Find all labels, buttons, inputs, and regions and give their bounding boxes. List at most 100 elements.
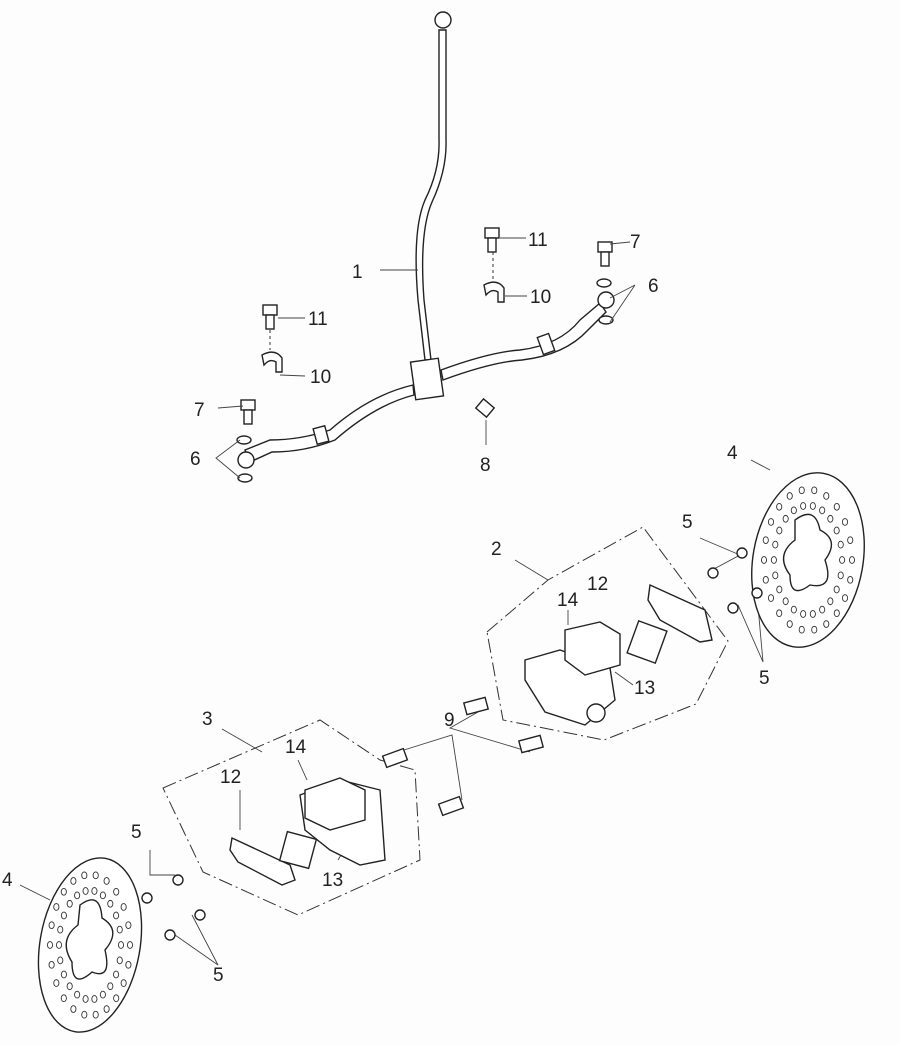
disc-hole (786, 620, 793, 628)
disc-hole (827, 597, 834, 606)
disc-hole (841, 594, 849, 602)
disc-hole (776, 609, 783, 618)
disc-hole (81, 871, 88, 880)
disc-hole (125, 960, 132, 969)
label-bolt-11: 11 (308, 309, 328, 330)
label-bolt-8: 8 (480, 455, 491, 476)
disc-hole (82, 995, 89, 1003)
disc-hole (120, 903, 127, 911)
label-hose: 1 (352, 262, 363, 283)
label-bolt-7: 7 (194, 400, 205, 421)
disc-hole (848, 556, 856, 564)
label-pad-12: 12 (220, 767, 241, 788)
caliper-2-group (486, 526, 729, 741)
label-bolt-11: 11 (528, 230, 548, 251)
disc-hole (837, 540, 844, 549)
banjo-washers (236, 278, 615, 483)
disc-hole (91, 995, 98, 1003)
label-disc-4: 4 (2, 870, 13, 891)
disc-hole (833, 609, 840, 618)
disc-hole (833, 526, 840, 535)
disc-hole (53, 979, 60, 987)
disc-hole (117, 941, 125, 949)
disc-hole (819, 605, 826, 614)
label-pin-13: 13 (634, 678, 655, 699)
caliper-3 (229, 747, 465, 886)
disc-hole (125, 921, 132, 930)
disc-hole (107, 899, 114, 908)
disc-hole (839, 556, 846, 564)
disc-hole (790, 605, 797, 614)
disc-hole (126, 941, 134, 949)
disc-hole (782, 514, 789, 523)
disc-hole (70, 877, 77, 885)
disc-hole (48, 960, 55, 969)
label-disc-4: 4 (727, 443, 738, 464)
disc-hole (57, 956, 64, 965)
disc-hole (91, 887, 98, 895)
disc-hole (811, 486, 818, 495)
disc-hole (776, 526, 783, 535)
disc-hole (800, 502, 807, 510)
label-piston-14: 14 (285, 737, 307, 758)
disc-hole (57, 925, 64, 934)
disc-hole (798, 625, 805, 634)
label-bolt-9: 9 (444, 710, 455, 731)
disc-hole (60, 970, 67, 979)
disc-hole (760, 556, 768, 564)
disc-hole (837, 571, 844, 580)
disc-hole (74, 990, 81, 999)
label-caliper-3: 3 (202, 709, 213, 730)
disc-hole (92, 1010, 99, 1019)
disc-hole (99, 891, 106, 900)
label-screw-5: 5 (131, 822, 142, 843)
disc-hole (120, 979, 127, 987)
label-screw-5: 5 (759, 668, 770, 689)
disc-hole (99, 990, 106, 999)
disc-hole (819, 506, 826, 515)
disc-hole (60, 994, 67, 1003)
disc-hole (70, 1005, 77, 1013)
brake-disc-left (37, 857, 143, 1033)
disc-hole (46, 941, 54, 949)
disc-hole (847, 536, 854, 545)
brake-hose (244, 11, 607, 463)
disc-hole (770, 556, 777, 564)
disc-hole (60, 887, 67, 896)
disc-hole (113, 994, 120, 1003)
disc-hole (833, 585, 840, 594)
disc-hole (811, 625, 818, 634)
label-screw-5: 5 (682, 512, 693, 533)
label-pad-12: 12 (587, 574, 608, 595)
disc-hole (53, 903, 60, 911)
label-piston-14: 14 (557, 590, 579, 611)
disc-hole (809, 502, 816, 510)
disc-hole (809, 610, 816, 618)
caliper-3-group (162, 719, 421, 916)
disc-hole (772, 571, 779, 580)
leader-lines (19, 237, 771, 966)
label-washer-6: 6 (648, 276, 659, 297)
label-washer-6: 6 (190, 449, 201, 470)
disc-hole (116, 925, 123, 934)
disc-hole (762, 575, 769, 584)
disc-hole (66, 899, 73, 908)
disc-hole (55, 941, 63, 949)
disc-hole (116, 956, 123, 965)
disc-hole (82, 887, 89, 895)
disc-hole (823, 620, 830, 628)
disc-hole (762, 536, 769, 545)
label-clamp-10: 10 (310, 367, 331, 388)
disc-hole (103, 877, 110, 885)
label-pin-13: 13 (322, 870, 343, 891)
disc-hole (786, 492, 793, 500)
disc-hole (60, 911, 67, 920)
disc-hole (772, 540, 779, 549)
disc-hole (66, 982, 73, 991)
disc-hole (74, 891, 81, 900)
disc-hole (92, 871, 99, 880)
disc-hole (782, 597, 789, 606)
label-bolt-7: 7 (630, 232, 641, 253)
